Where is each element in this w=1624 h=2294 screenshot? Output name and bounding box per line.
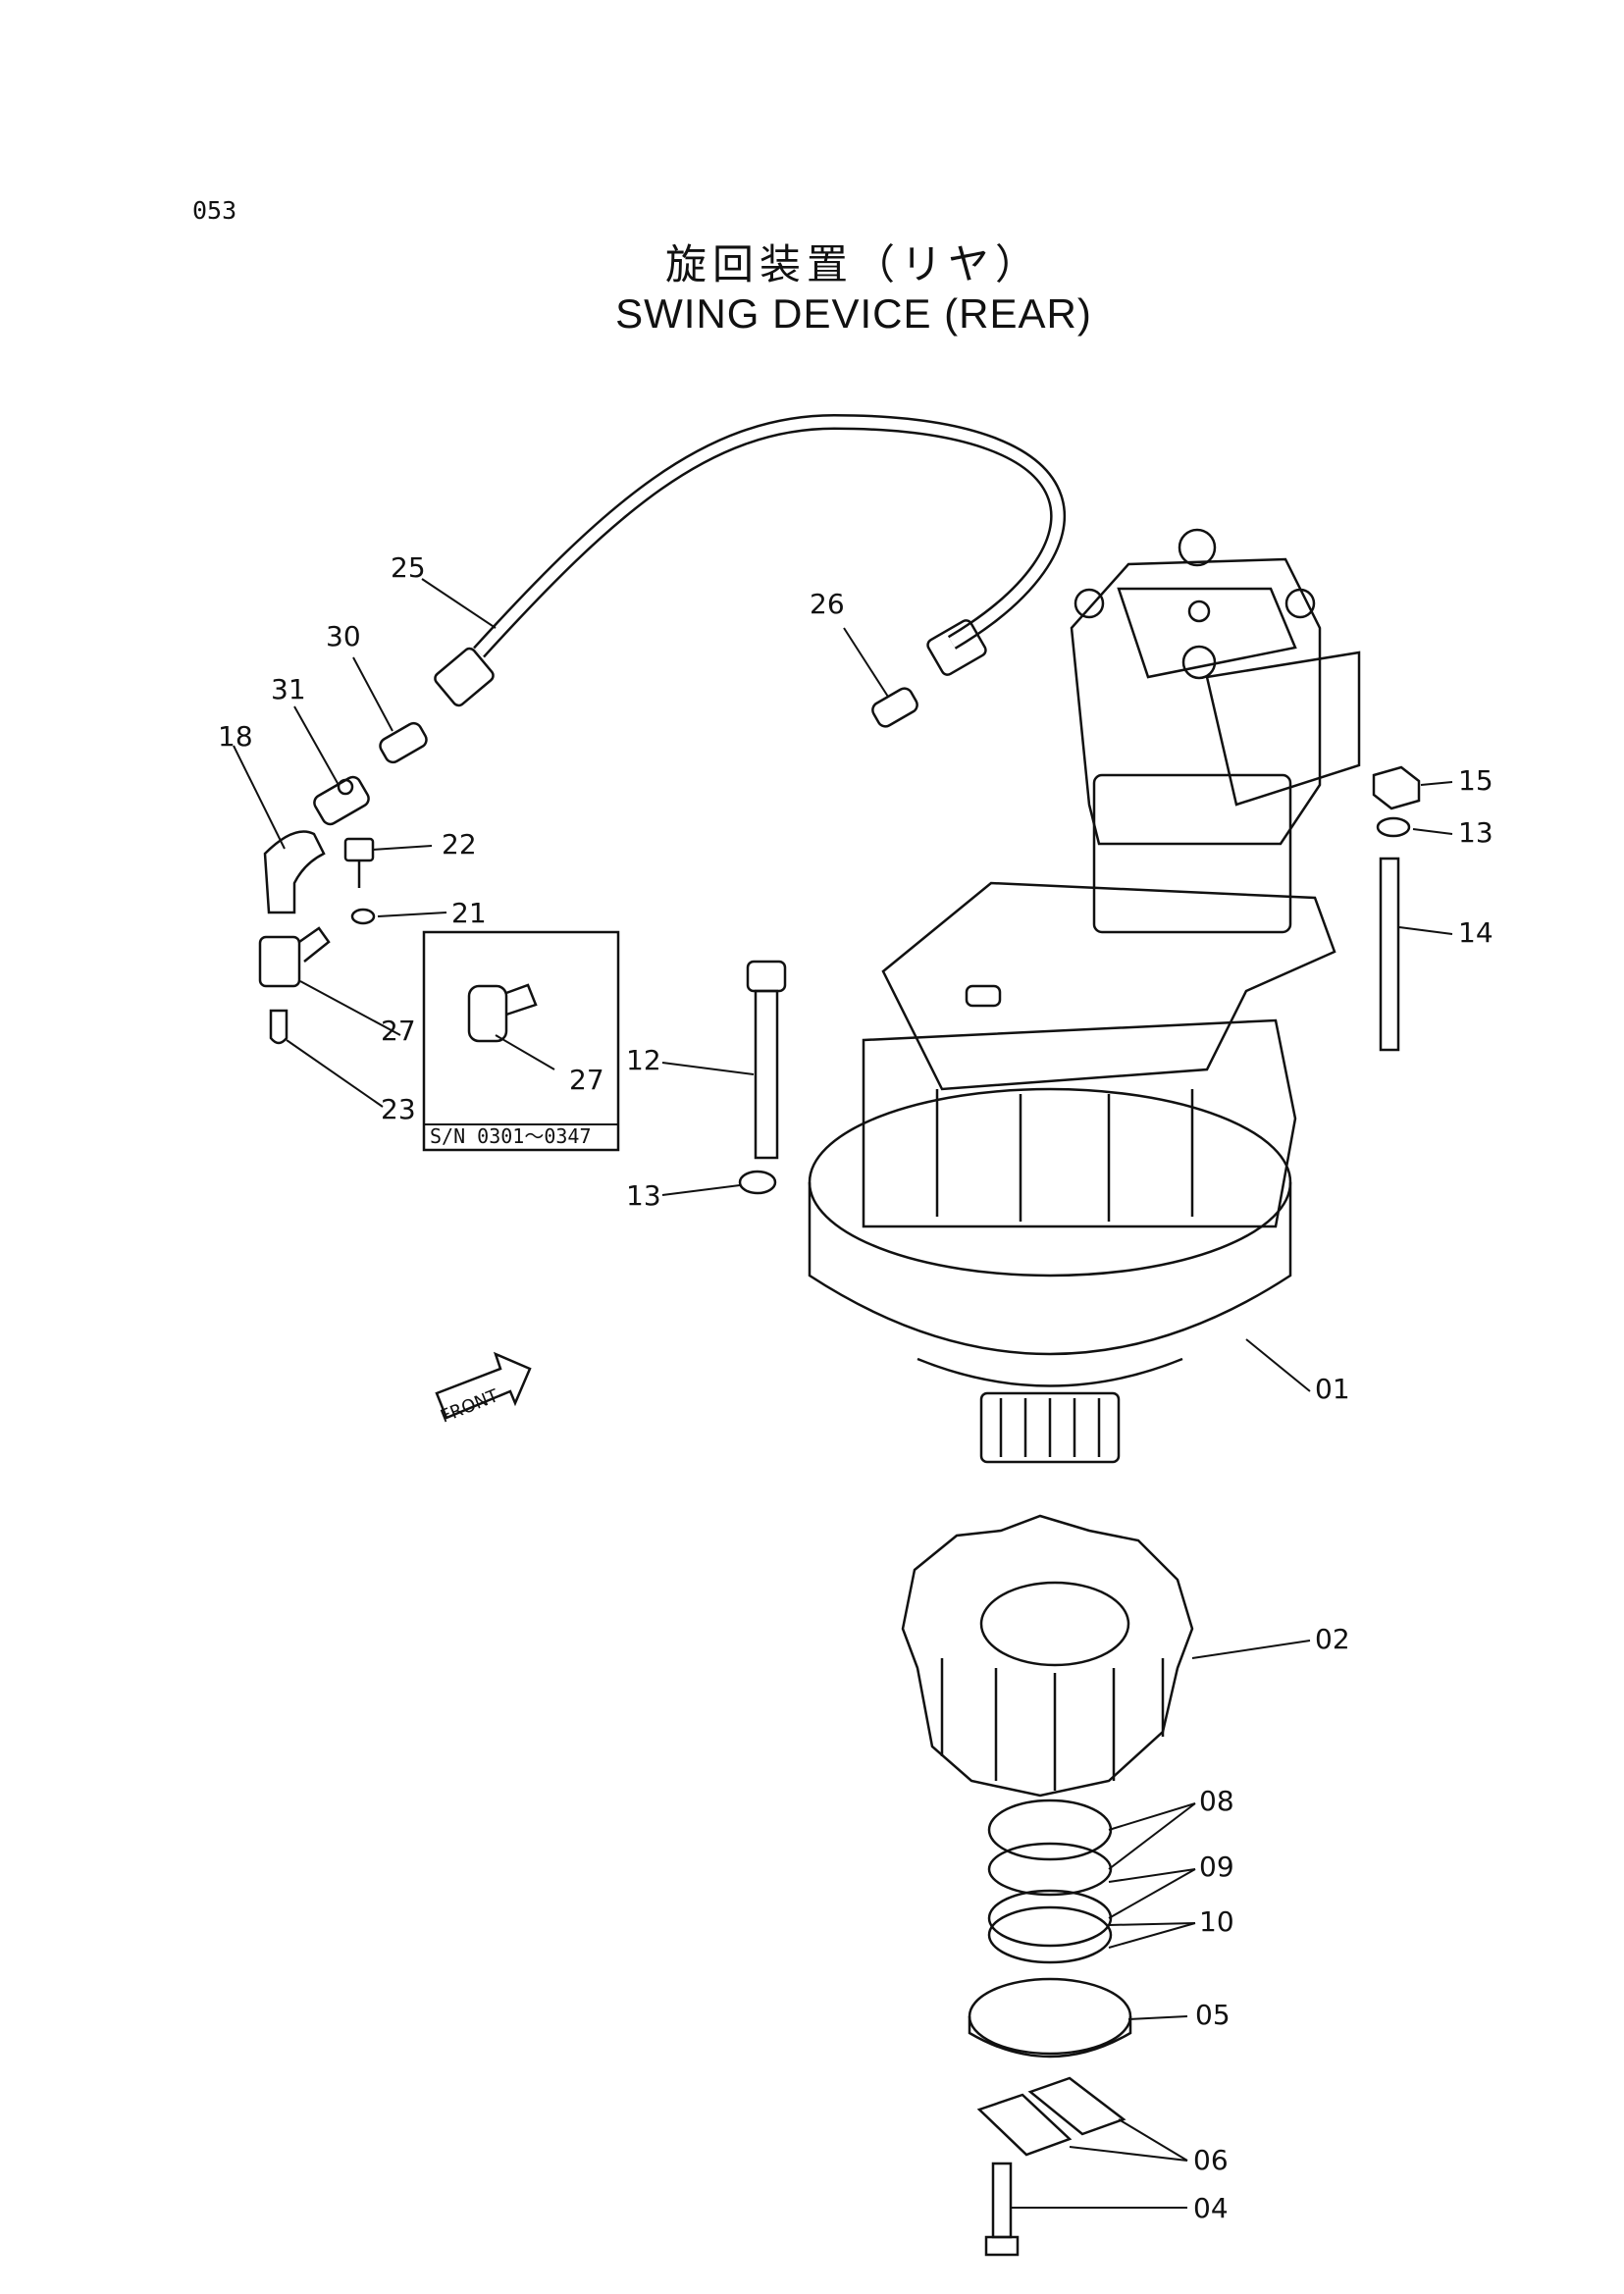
end-plate bbox=[968, 1977, 1132, 2059]
callout-22: 22 bbox=[442, 828, 477, 860]
callout-26: 26 bbox=[810, 588, 845, 620]
callout-27: 27 bbox=[381, 1015, 416, 1047]
bolt-22 bbox=[343, 837, 375, 888]
bolt-04 bbox=[984, 2162, 1020, 2257]
pinion-gear bbox=[901, 1514, 1194, 1798]
bracket-27 bbox=[258, 926, 331, 988]
fitting-31 bbox=[313, 775, 370, 826]
swing-motor bbox=[1070, 528, 1361, 934]
washer-13-right bbox=[1376, 816, 1411, 838]
callout-25: 25 bbox=[391, 551, 426, 584]
front-arrow bbox=[435, 1351, 532, 1420]
title-japanese: 旋回装置（リヤ） bbox=[664, 240, 1042, 288]
serial-note-text: S/N 0301～0347 bbox=[430, 1124, 592, 1148]
callout-23: 23 bbox=[381, 1093, 416, 1125]
callout-13-right: 13 bbox=[1458, 816, 1493, 849]
callout-05: 05 bbox=[1195, 1999, 1231, 2031]
washer-21 bbox=[350, 908, 376, 925]
hose-assembly bbox=[434, 413, 1067, 707]
callout-02: 02 bbox=[1315, 1623, 1350, 1655]
cover-plate bbox=[881, 881, 1336, 1091]
callout-labels: 25 30 31 18 26 22 21 27 27 23 12 13 15 1… bbox=[218, 551, 1493, 2224]
callout-31: 31 bbox=[271, 673, 306, 705]
callout-06: 06 bbox=[1193, 2144, 1229, 2176]
callout-01: 01 bbox=[1315, 1373, 1350, 1405]
fitting-30 bbox=[379, 721, 428, 764]
callout-15: 15 bbox=[1458, 764, 1493, 797]
bolt-12 bbox=[746, 960, 787, 1160]
callout-30: 30 bbox=[326, 620, 361, 652]
callout-08: 08 bbox=[1199, 1785, 1234, 1817]
serial-number-inset bbox=[422, 930, 620, 1152]
grease-nipple-23 bbox=[269, 1009, 288, 1045]
fitting-26 bbox=[871, 687, 918, 728]
callout-27-inset: 27 bbox=[569, 1064, 604, 1096]
callout-21: 21 bbox=[451, 897, 487, 929]
nut-15 bbox=[1372, 765, 1421, 810]
leader-lines bbox=[233, 578, 1453, 2209]
washer-13-left bbox=[738, 1170, 777, 1195]
callout-09: 09 bbox=[1199, 1851, 1234, 1883]
callout-18: 18 bbox=[218, 720, 253, 753]
callout-12: 12 bbox=[626, 1044, 661, 1076]
gear-housing bbox=[808, 1018, 1297, 1464]
front-label: FRONT bbox=[438, 1385, 502, 1428]
callout-10: 10 bbox=[1199, 1905, 1234, 1938]
page-number: 053 bbox=[192, 196, 237, 225]
title-english: SWING DEVICE (REAR) bbox=[615, 290, 1092, 337]
lock-plates bbox=[976, 2076, 1126, 2157]
callout-13-left: 13 bbox=[626, 1179, 661, 1212]
callout-14: 14 bbox=[1458, 916, 1493, 949]
shim-stack bbox=[987, 1799, 1113, 1964]
callout-04: 04 bbox=[1193, 2192, 1229, 2224]
elbow-18 bbox=[263, 830, 326, 914]
stud-14 bbox=[1379, 857, 1400, 1052]
